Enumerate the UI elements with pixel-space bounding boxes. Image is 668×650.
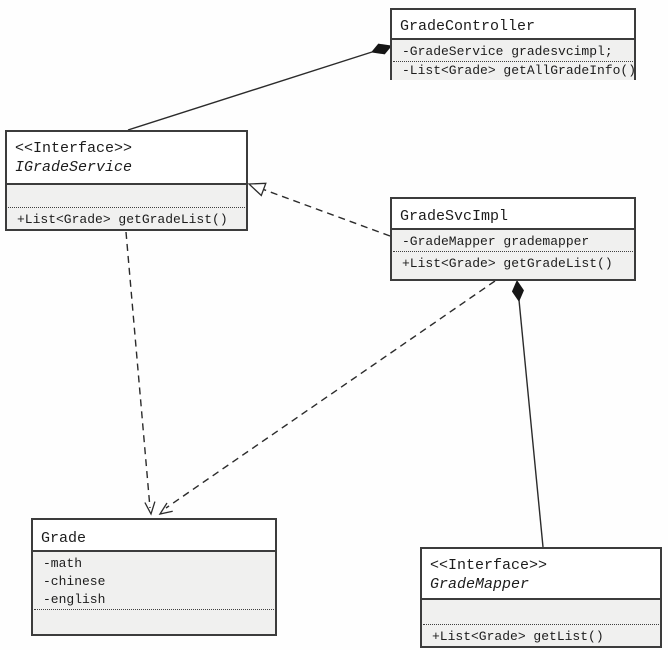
class-box-igrade-service: <<Interface>> IGradeService +List<Grade>… bbox=[5, 130, 248, 231]
realization-connector-impl-service bbox=[247, 182, 391, 237]
realization-triangle bbox=[247, 182, 267, 197]
empty-attributes-area bbox=[7, 185, 246, 207]
class-name: GradeMapper bbox=[430, 576, 530, 593]
stereotype-label: <<Interface>> bbox=[15, 140, 133, 157]
dependency-connector-impl-grade bbox=[158, 280, 496, 515]
section-separator bbox=[8, 207, 245, 208]
composition-connector-controller-service bbox=[127, 43, 392, 131]
class-box-grade: Grade -math -chinese -english bbox=[31, 518, 277, 636]
class-box-grade-mapper: <<Interface>> GradeMapper +List<Grade> g… bbox=[420, 547, 662, 648]
class-box-grade-controller: GradeController -GradeService gradesvcim… bbox=[390, 8, 636, 80]
class-title: <<Interface>> GradeMapper bbox=[422, 549, 660, 600]
members-section: +List<Grade> getList() bbox=[422, 600, 660, 646]
composition-connector-impl-mapper bbox=[511, 279, 544, 548]
class-name: Grade bbox=[33, 520, 275, 552]
composition-diamond bbox=[511, 279, 524, 302]
section-separator bbox=[393, 251, 633, 252]
dependency-arrowhead bbox=[158, 502, 173, 515]
method: +List<Grade> getGradeList() bbox=[17, 212, 228, 227]
members-section: -GradeMapper grademapper +List<Grade> ge… bbox=[392, 230, 634, 279]
class-title: <<Interface>> IGradeService bbox=[7, 132, 246, 185]
attribute: -math bbox=[43, 556, 83, 571]
class-name: GradeSvcImpl bbox=[392, 199, 634, 230]
method: +List<Grade> getGradeList() bbox=[402, 256, 613, 271]
section-separator bbox=[393, 61, 633, 62]
members-section: -GradeService gradesvcimpl; -List<Grade>… bbox=[392, 40, 637, 80]
attribute: -GradeService gradesvcimpl; bbox=[402, 44, 613, 59]
attribute: -GradeMapper grademapper bbox=[402, 234, 590, 249]
method: -List<Grade> getAllGradeInfo() bbox=[402, 63, 637, 78]
class-name: GradeController bbox=[392, 10, 634, 40]
empty-methods-area bbox=[33, 610, 275, 634]
empty-attributes-area bbox=[422, 600, 660, 624]
section-separator bbox=[34, 609, 274, 610]
section-separator bbox=[423, 624, 659, 625]
class-name: IGradeService bbox=[15, 159, 133, 176]
members-section: -math -chinese -english bbox=[33, 552, 275, 634]
class-box-grade-svc-impl: GradeSvcImpl -GradeMapper grademapper +L… bbox=[390, 197, 636, 281]
dependency-arrowhead bbox=[144, 501, 156, 516]
dependency-connector-service-grade bbox=[125, 231, 156, 516]
attribute: -chinese bbox=[43, 574, 106, 589]
members-section: +List<Grade> getGradeList() bbox=[7, 185, 246, 229]
attribute: -english bbox=[43, 592, 106, 607]
method: +List<Grade> getList() bbox=[432, 629, 604, 644]
stereotype-label: <<Interface>> bbox=[430, 557, 548, 574]
composition-diamond bbox=[371, 43, 392, 55]
